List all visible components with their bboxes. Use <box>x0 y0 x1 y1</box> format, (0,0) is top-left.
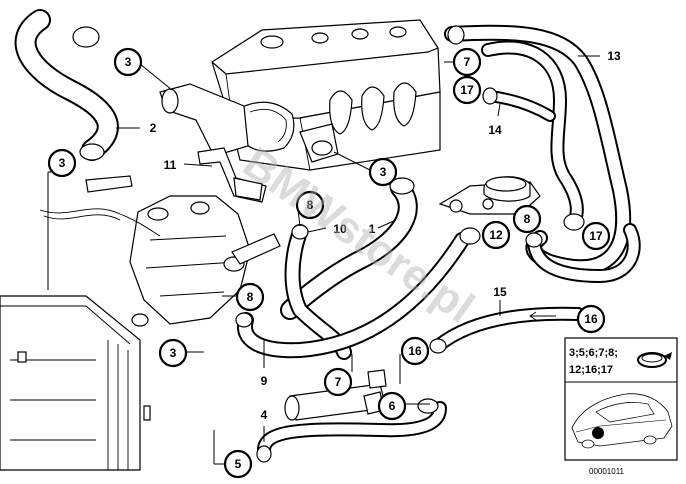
label-14: 14 <box>488 123 502 137</box>
svg-text:3: 3 <box>170 346 177 360</box>
svg-text:6: 6 <box>389 399 396 413</box>
svg-text:17: 17 <box>589 229 603 243</box>
callout-17-right: 17 <box>581 221 611 251</box>
callout-17-top: 17 <box>452 75 482 105</box>
inset-parts-line-1: 3;5;6;7;8; <box>569 347 618 359</box>
hose-clamp-icon <box>637 352 672 368</box>
callout-5: 5 <box>223 449 253 479</box>
callout-3-left: 3 <box>47 148 77 178</box>
callout-12: 12 <box>481 220 511 250</box>
label-9: 9 <box>261 374 268 388</box>
callout-7-bottom: 7 <box>323 367 353 397</box>
inset-parts-line-2: 12;16;17 <box>569 364 613 376</box>
callout-16-right: 16 <box>576 304 606 334</box>
hose-4 <box>256 398 447 463</box>
tank-bracket <box>438 176 541 215</box>
car-outline-icon <box>571 393 673 449</box>
svg-text:3: 3 <box>59 156 66 170</box>
svg-text:8: 8 <box>524 212 531 226</box>
hose-15 <box>429 306 585 354</box>
valve-assembly <box>39 175 281 327</box>
callout-8-valve: 8 <box>235 282 265 312</box>
label-1: 1 <box>369 222 376 236</box>
label-4: 4 <box>261 408 268 422</box>
label-15: 15 <box>493 285 507 299</box>
radiator <box>0 295 151 471</box>
label-13: 13 <box>607 49 621 63</box>
cylinder-head <box>211 19 441 171</box>
svg-text:8: 8 <box>247 290 254 304</box>
hose-2 <box>14 9 119 161</box>
callout-3-top: 3 <box>113 47 143 77</box>
svg-text:17: 17 <box>460 83 474 97</box>
callout-6: 6 <box>377 391 407 421</box>
svg-text:3: 3 <box>380 165 387 179</box>
inset-panel: 3;5;6;7;8; 12;16;17 <box>564 337 678 461</box>
callout-16-bottom: 16 <box>400 336 430 366</box>
thermostat-housing <box>159 83 339 163</box>
callout-7-top: 7 <box>452 47 482 77</box>
label-2: 2 <box>150 121 157 135</box>
svg-text:7: 7 <box>464 55 471 69</box>
svg-text:16: 16 <box>408 344 422 358</box>
callout-3-bottom: 3 <box>158 338 188 368</box>
label-11: 11 <box>164 158 177 172</box>
svg-text:5: 5 <box>235 457 242 471</box>
document-number: 00001011 <box>589 467 625 476</box>
engine-location-marker-icon <box>592 427 604 439</box>
svg-text:8: 8 <box>307 198 314 212</box>
svg-text:3: 3 <box>125 55 132 69</box>
bracket-11 <box>197 147 267 203</box>
hose-17-upper <box>481 40 585 231</box>
callout-8-center: 8 <box>295 190 325 220</box>
hose-9 <box>235 227 481 359</box>
callout-3-center: 3 <box>368 157 398 187</box>
leader-lines <box>47 55 600 465</box>
hose-1 <box>280 177 418 320</box>
hose-8-right <box>525 223 641 283</box>
label-10: 10 <box>333 222 347 236</box>
callout-8-right: 8 <box>512 204 542 234</box>
svg-text:12: 12 <box>489 228 503 242</box>
svg-text:7: 7 <box>335 375 342 389</box>
hose-14 <box>482 87 556 122</box>
svg-text:16: 16 <box>584 312 598 326</box>
